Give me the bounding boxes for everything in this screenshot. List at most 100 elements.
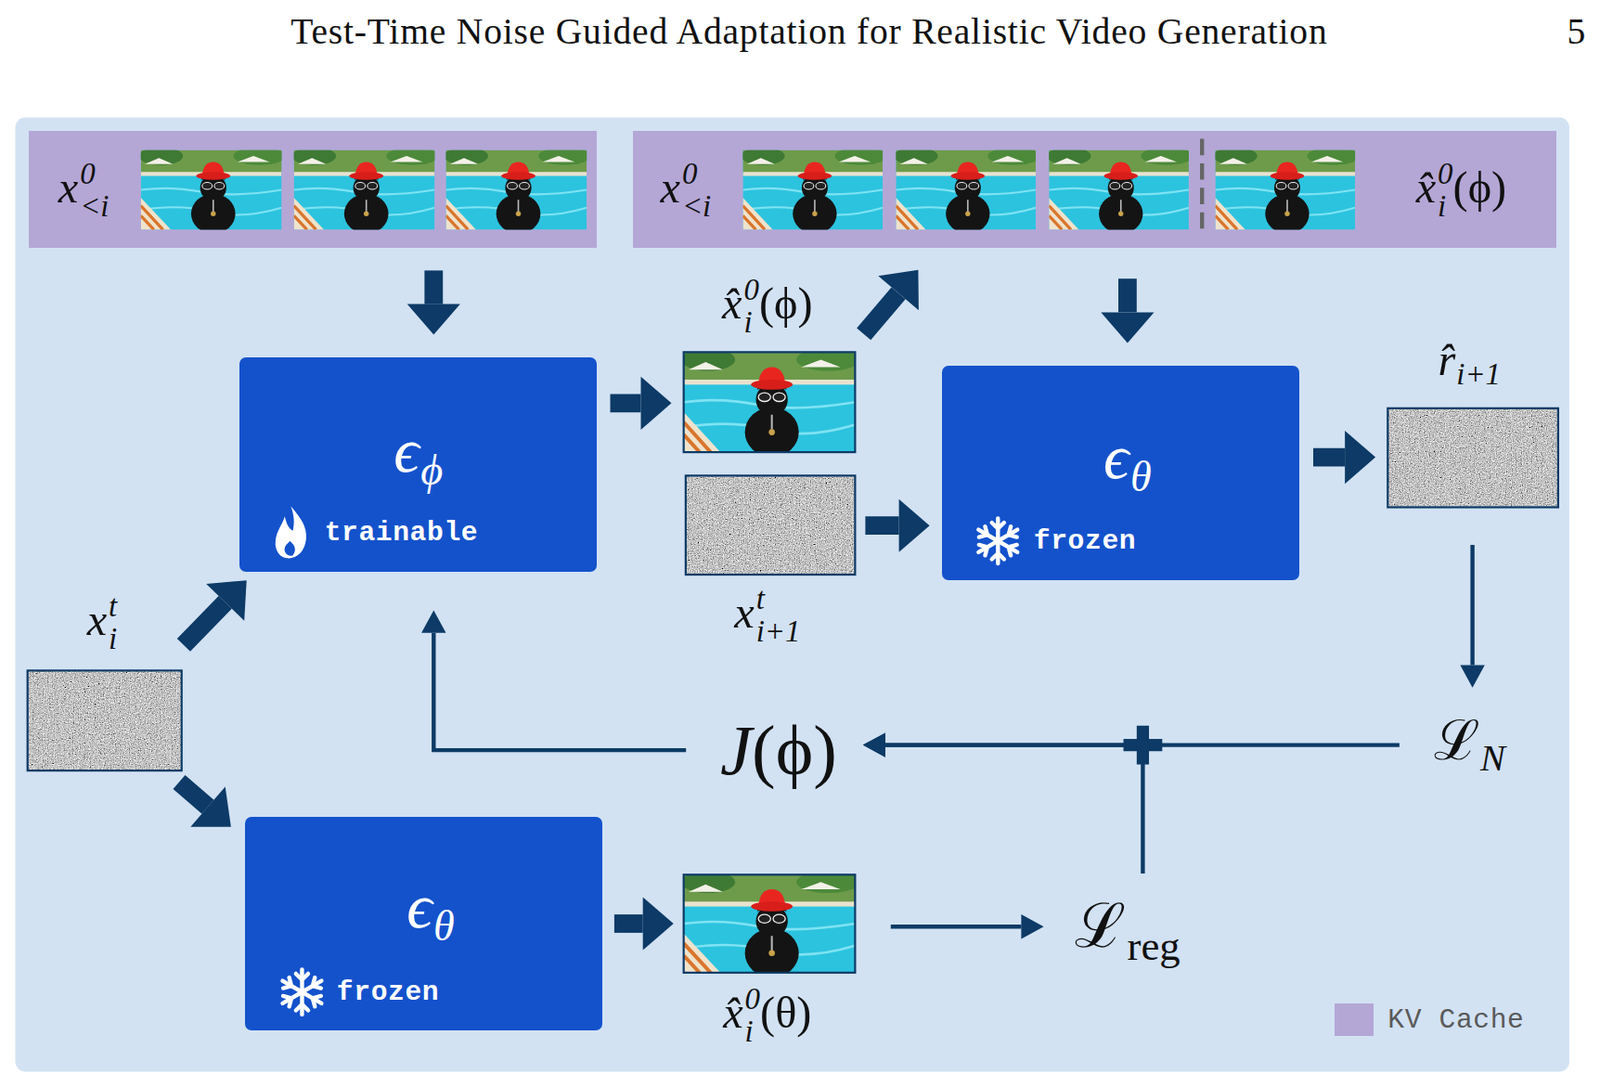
arrow-shaft: [885, 745, 1143, 874]
model-box: ϵθ frozen: [245, 816, 603, 1032]
subscript: θ: [433, 902, 455, 950]
node-label: ϵθ: [1103, 420, 1152, 502]
symbol: ℒ: [1433, 709, 1480, 772]
frame-border: [683, 874, 856, 973]
script-stack: 0i: [1437, 157, 1453, 222]
node-label: x̂0i(ϕ): [722, 273, 813, 338]
model-box: ϵϕtrainable: [239, 357, 597, 572]
panel-ground: [14, 116, 1570, 1071]
script-stack: 0<i: [682, 157, 711, 222]
flow-arrow: [890, 914, 1045, 939]
node-caption: frozen: [1033, 525, 1136, 557]
video-frame: [443, 146, 591, 233]
frame-border: [683, 351, 856, 452]
arrow-shaft: [1313, 448, 1345, 467]
script-stack: 0i: [745, 982, 761, 1047]
symbol: (ϕ): [1453, 162, 1508, 212]
flow-arrow: [183, 580, 247, 646]
symbol: x: [58, 162, 78, 212]
superscript: 0: [682, 157, 711, 191]
arrow-head: [1020, 914, 1044, 939]
predicted-frame: [681, 348, 861, 457]
frame-border: [685, 475, 856, 575]
noise-image: [1387, 408, 1559, 508]
video-frame: [1212, 146, 1359, 233]
superscript: 0: [743, 273, 759, 307]
flow-arrow: [1459, 544, 1484, 688]
symbol: x: [659, 162, 680, 212]
flow-arrow: [610, 376, 672, 430]
symbol: (ϕ): [751, 709, 838, 790]
flow-arrow: [179, 781, 232, 826]
arrow-shaft: [424, 270, 443, 304]
legend-swatch: [1334, 1003, 1374, 1036]
snowflake-icon: [975, 518, 1020, 564]
flow-arrow: [407, 270, 461, 335]
arrow-head: [877, 270, 919, 311]
node-caption: x̂0i(ϕ): [1416, 157, 1508, 222]
node-label: xti: [87, 590, 118, 655]
script-stack: ti+1: [756, 582, 801, 647]
snowflake-icon: [279, 969, 324, 1015]
subscript: i: [108, 622, 117, 656]
video-frame: [893, 146, 1040, 233]
node-label: ℒreg: [1074, 890, 1181, 970]
arrow-shaft: [864, 516, 899, 535]
symbol: ϵ: [1103, 421, 1129, 492]
script-stack: ti: [108, 590, 117, 655]
noise-image: [27, 670, 182, 771]
subscript: i: [745, 1015, 761, 1048]
node-label: ϵθ: [406, 869, 455, 951]
arrow-shaft: [183, 602, 226, 646]
legend-text: KV Cache: [1387, 1004, 1524, 1036]
subscript: N: [1480, 736, 1506, 779]
subscript: <i: [682, 190, 711, 223]
kv-cache-box: x0<ix̂0i(ϕ): [632, 130, 1557, 248]
arrow-head: [1344, 430, 1376, 484]
objective-term: J(ϕ): [714, 703, 843, 798]
symbol: x̂: [722, 278, 742, 328]
subscript: <i: [79, 190, 109, 223]
symbol: x̂: [722, 987, 743, 1037]
node-label: x0<i: [58, 157, 110, 222]
arrow-shaft: [1118, 278, 1137, 312]
symbol: ϵ: [393, 414, 419, 486]
flow-arrow: [1313, 430, 1376, 484]
script-stack: 0i: [743, 273, 759, 338]
video-frame: [740, 146, 887, 233]
model-box: ϵθ frozen: [941, 365, 1300, 581]
flame-icon: [275, 505, 307, 558]
arrow-head: [1100, 311, 1154, 343]
noise-image: [685, 475, 856, 575]
node-label: ℒN: [1433, 709, 1506, 781]
superscript: 0: [1437, 157, 1453, 191]
flow-arrow: [1100, 278, 1154, 343]
arrow-head: [641, 376, 672, 430]
superscript: 0: [79, 157, 109, 191]
symbol: ℒ: [1074, 891, 1126, 960]
subscript: i: [1437, 190, 1453, 223]
plus-junction: [1123, 725, 1163, 765]
symbol: (θ): [760, 987, 812, 1037]
flow-arrow: [864, 499, 930, 553]
frame-border: [27, 670, 182, 771]
node-caption: frozen: [336, 976, 439, 1008]
video-frame: [291, 146, 439, 233]
arrow-shaft: [614, 914, 644, 933]
video-frame: [1046, 146, 1193, 233]
arrow-head: [863, 732, 886, 757]
image-panel: x̂0i(θ): [681, 872, 857, 1061]
flow-arrow: [614, 897, 674, 951]
node-label: xti+1: [734, 582, 800, 647]
arrow-head: [863, 732, 886, 757]
node-label: x0<i: [659, 157, 711, 222]
subscript: i: [743, 306, 759, 339]
image-panel: xti+1: [683, 473, 858, 656]
image-panel: x̂0i(ϕ): [681, 270, 857, 454]
arrow-shaft: [890, 924, 1022, 929]
image-panel: r̂i+1: [1385, 328, 1561, 509]
kv-cache-box: x0<i: [28, 130, 597, 248]
node-label: J(ϕ): [720, 709, 838, 792]
